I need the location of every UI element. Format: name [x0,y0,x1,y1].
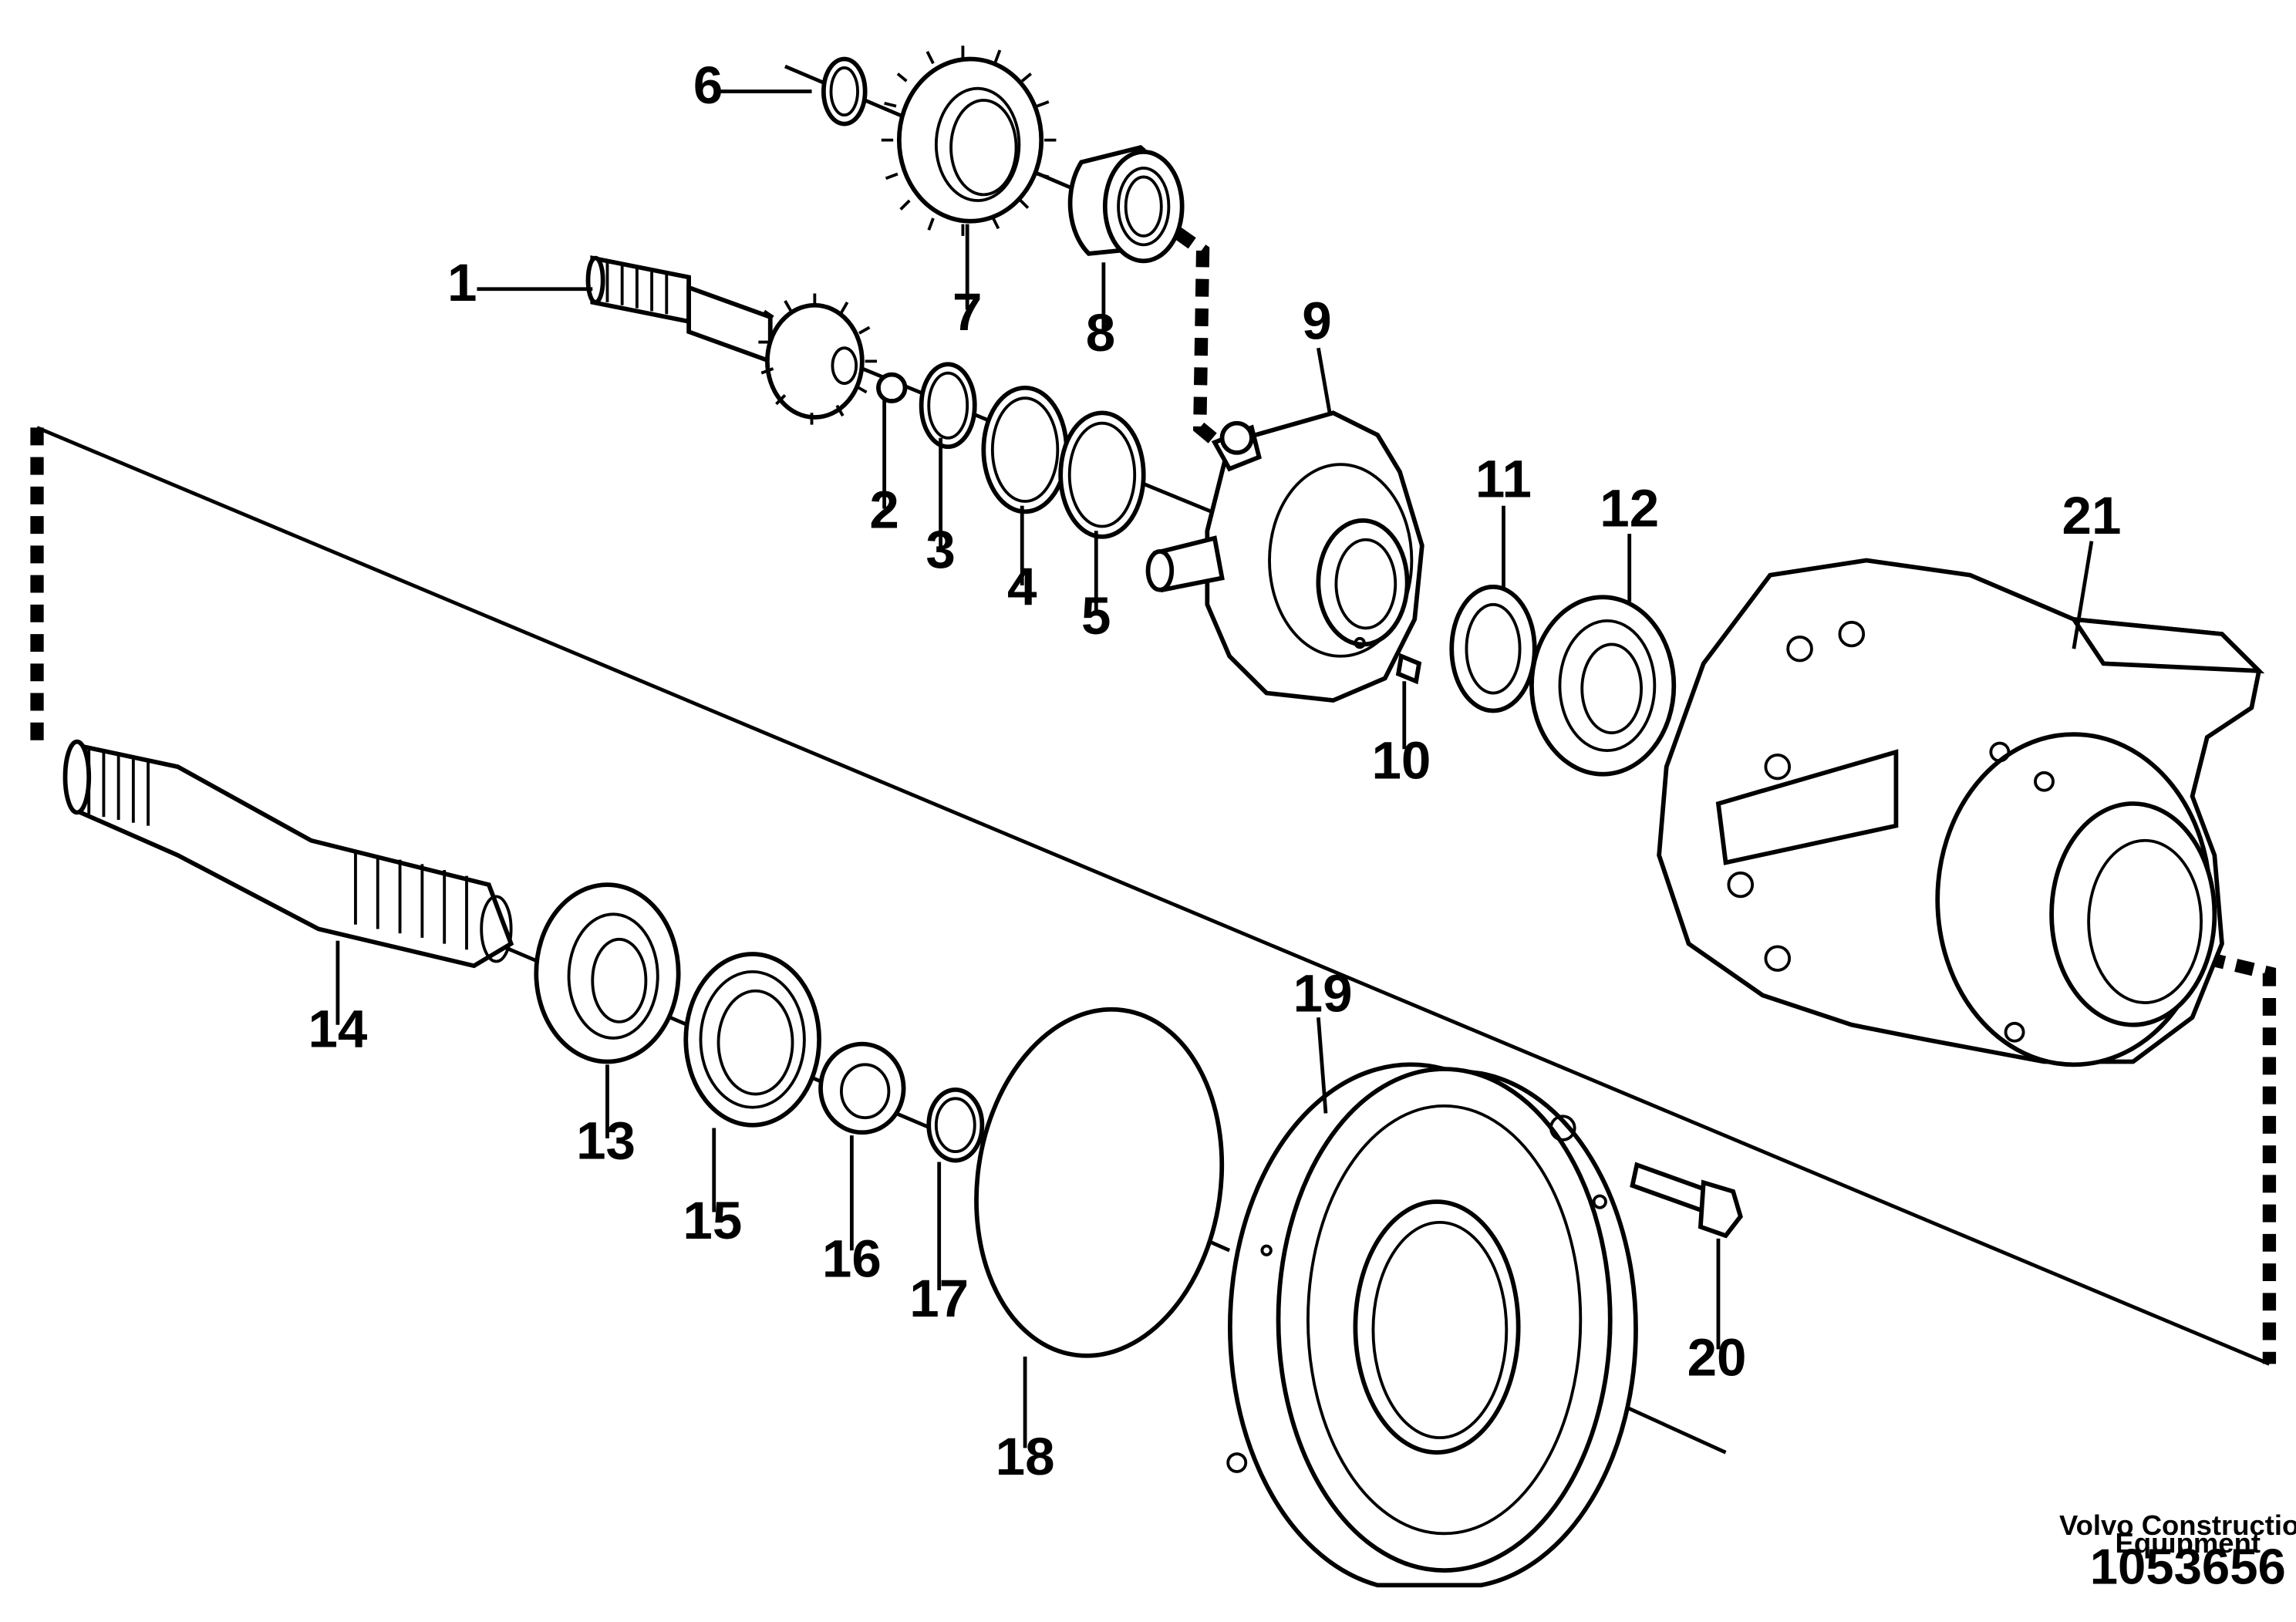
footer: Volvo Construction Equipment 1053656 [2059,1509,2296,1594]
part-9-planet-carrier [1145,410,1424,703]
callout-18: 18 [996,1427,1055,1486]
callout-16: 16 [822,1229,882,1289]
part-13-bearing [534,882,681,1064]
callout-11: 11 [1475,449,1532,508]
part-12-bearing [1529,595,1677,777]
brand-line-1: Volvo Construction [2059,1509,2296,1541]
part-8-bearing [1067,145,1185,264]
part-11-lock-nut [1449,585,1537,713]
part-4-shim [981,385,1069,514]
callout-9: 9 [1302,292,1331,351]
part-15-seal [683,952,821,1128]
part-21-hub-housing [1657,558,2265,1067]
callout-14: 14 [308,1000,367,1059]
callout-13: 13 [576,1111,636,1171]
document-number: 1053656 [2090,1538,2286,1594]
callout-labels: 1 2 3 4 5 6 7 8 9 10 11 12 13 14 15 16 1… [308,56,2121,1486]
callout-4: 4 [1007,557,1037,616]
brand-line-2: Equipment [2116,1527,2261,1559]
callout-15: 15 [683,1191,742,1250]
callout-21: 21 [2062,486,2122,545]
part-1-pinion-shaft [585,255,878,425]
callout-17: 17 [909,1269,969,1328]
part-2-pin [876,372,908,403]
part-20-bolt [1630,1162,1743,1239]
part-17-snap-ring [926,1087,985,1163]
callout-12: 12 [1600,479,1659,538]
part-19-ring-gear [1226,1062,1638,1588]
callout-3: 3 [925,520,955,579]
callout-2: 2 [869,481,899,540]
callout-10: 10 [1371,731,1431,791]
part-6-snap-ring [821,56,868,126]
callout-8: 8 [1086,303,1115,363]
part-3-snap-ring [919,362,977,450]
callout-6: 6 [693,56,723,115]
callout-7: 7 [952,282,982,342]
callout-19: 19 [1293,964,1353,1023]
part-14-drive-shaft [62,739,514,969]
part-10-key [1395,653,1422,685]
part-18-o-ring [974,1007,1225,1358]
callout-5: 5 [1081,586,1111,646]
callout-leaders [335,89,2094,1448]
part-7-gear [881,46,1057,236]
callout-20: 20 [1687,1328,1747,1388]
part-5-shim [1058,410,1146,539]
callout-1: 1 [447,253,477,312]
part-16-washer [818,1041,906,1135]
assembly-dashed-lines [30,228,2277,1364]
